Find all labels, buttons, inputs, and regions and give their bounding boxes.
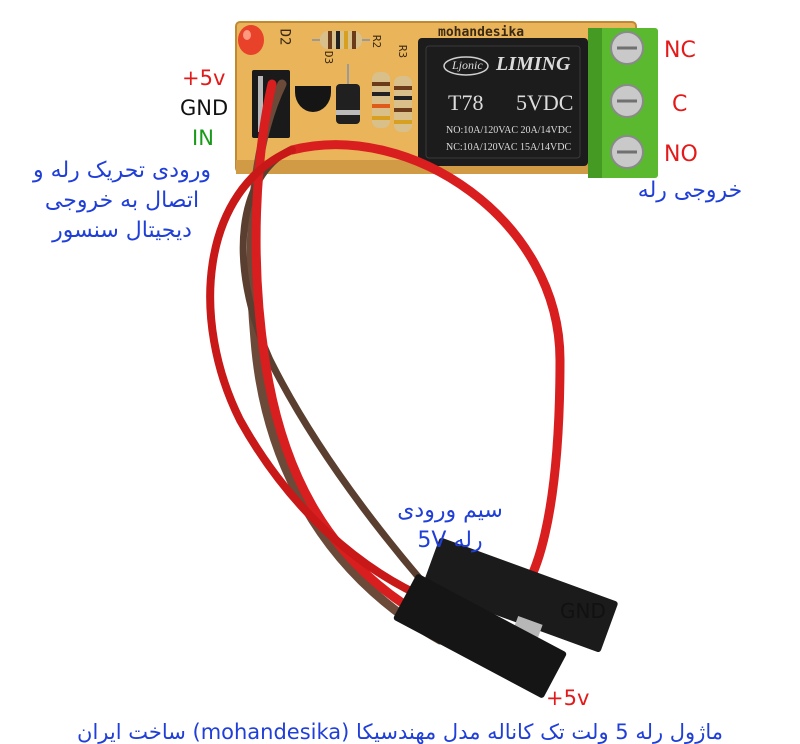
terminal-screw-c (610, 84, 644, 118)
dupont-connector-gnd (422, 537, 618, 653)
relay-logo: Ljonic (452, 58, 483, 72)
pcb-brand-text: mohandesika (438, 25, 525, 40)
label-no-terminal: NO (664, 142, 698, 167)
diode-d3 (336, 64, 360, 124)
input-description-line-1: ورودی تحریک رله و (33, 158, 211, 183)
terminal-screw-nc (610, 31, 644, 65)
relay-voltage: 5VDC (516, 90, 574, 115)
label-gnd-connector: GND (560, 599, 606, 623)
relay-brand: LIMING (496, 53, 571, 75)
power-wire-description-line-2: 5V رله (417, 528, 483, 553)
label-c-terminal: C (672, 92, 688, 117)
power-wire-description-line-1: سیم ورودی (397, 498, 503, 523)
silkscreen-r2: R2 (370, 34, 384, 49)
dupont-connector-vcc (393, 574, 567, 698)
footer-caption: ماژول رله 5 ولت تک کاناله مدل مهندسیکا (… (77, 720, 723, 744)
label-vcc-pin: +5v (182, 66, 226, 90)
resistor-r4 (394, 76, 412, 132)
relay-rating-nc: NC:10A/120VAC 15A/14VDC (446, 142, 572, 153)
label-nc-terminal: NC (664, 38, 696, 63)
transistor (295, 86, 331, 112)
terminal-block (588, 28, 658, 178)
label-gnd-pin: GND (180, 96, 229, 120)
relay-model: T78 (448, 90, 484, 115)
output-description: خروجی رله (637, 178, 743, 203)
silkscreen-d3: D3 (322, 50, 336, 65)
label-vcc-connector: +5v (546, 686, 590, 710)
label-in-pin: IN (192, 126, 214, 150)
relay-body (418, 38, 588, 166)
resistor-r2 (312, 31, 370, 49)
red-wire (206, 79, 565, 625)
input-description-line-3: دیجیتال سنسور (52, 218, 192, 243)
resistor-r3 (372, 72, 390, 128)
silkscreen-r3: R3 (396, 44, 410, 59)
relay-rating-no: NO:10A/120VAC 20A/14VDC (446, 125, 572, 136)
silkscreen-d2: D2 (276, 28, 293, 46)
terminal-screw-no (610, 135, 644, 169)
input-description-line-2: اتصال به خروجی (44, 188, 200, 213)
led-indicator (238, 25, 264, 55)
